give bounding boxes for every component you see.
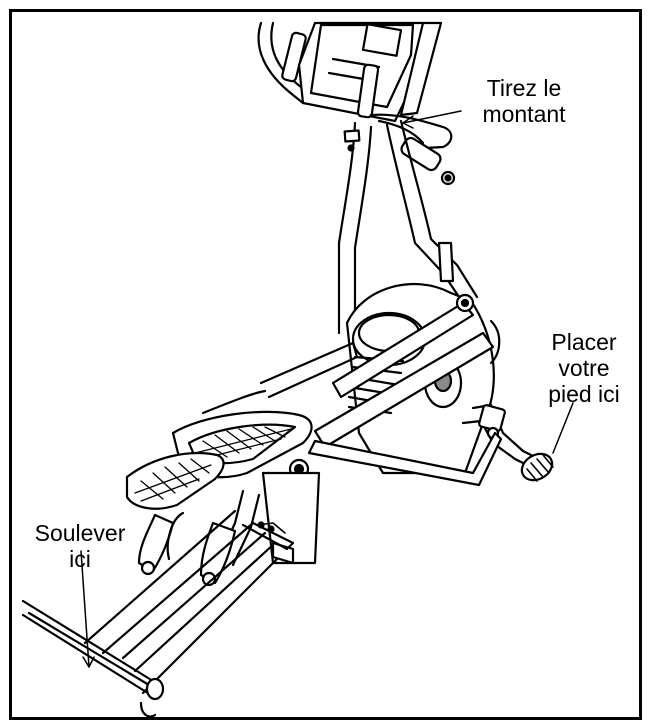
base-rail <box>83 509 295 695</box>
label-line: montant <box>482 101 566 127</box>
lift-here-leader <box>80 550 90 668</box>
crank-linkage <box>215 293 503 567</box>
leveling-foot <box>520 452 554 482</box>
pedal-right <box>125 451 225 510</box>
handlebar-left <box>257 21 307 105</box>
pull-upright-leader <box>402 110 462 124</box>
place-foot-leader <box>552 402 574 454</box>
front-stabilizer <box>21 599 165 717</box>
label-line: votre <box>558 355 610 381</box>
label-line: ici <box>69 546 91 572</box>
label-line: pied ici <box>548 381 620 407</box>
label-place-foot: Placer votre pied ici <box>528 329 639 407</box>
elliptical-trainer-illustration <box>21 21 574 717</box>
upright-post <box>337 119 479 335</box>
diagram-frame: Tirez le montant Placer votre pied ici S… <box>9 9 642 720</box>
console <box>297 21 425 123</box>
leader-lines <box>80 110 574 668</box>
label-line: Soulever <box>34 520 126 546</box>
label-lift-here: Soulever ici <box>24 520 136 572</box>
label-line: Placer <box>551 329 617 355</box>
label-pull-upright: Tirez le montant <box>464 75 584 127</box>
label-line: Tirez le <box>486 75 562 101</box>
handlebar-right <box>356 21 456 186</box>
